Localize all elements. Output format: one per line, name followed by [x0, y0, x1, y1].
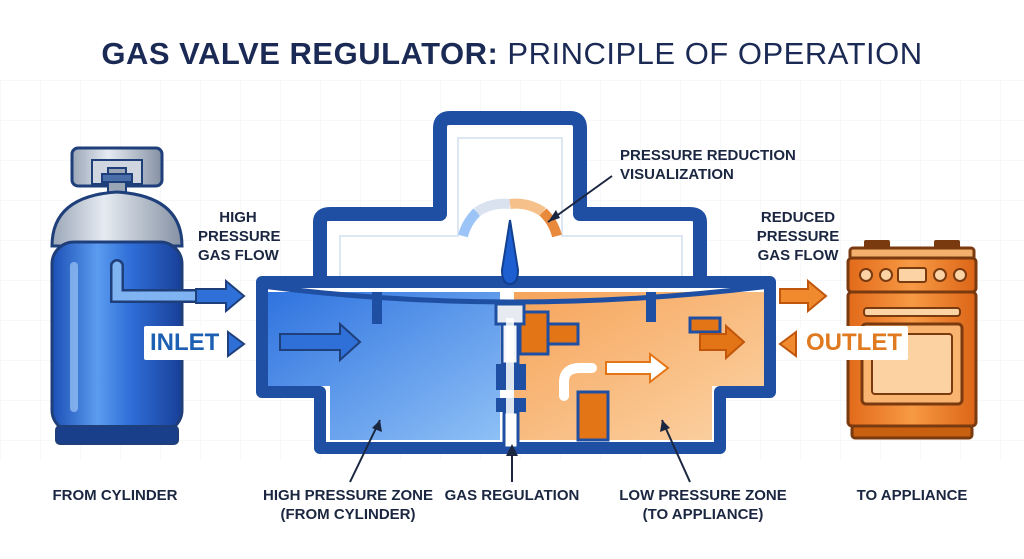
low-zone-pointer: [661, 419, 691, 483]
label-line: PRESSURE: [756, 228, 840, 245]
label-pressure-reduction: PRESSURE REDUCTION VISUALIZATION: [620, 146, 796, 184]
gas-cylinder-icon: [50, 146, 219, 445]
label-from-cylinder: FROM CYLINDER: [52, 487, 178, 504]
label-line: GAS FLOW: [198, 247, 279, 264]
label-line: LOW PRESSURE ZONE: [619, 487, 787, 504]
pressure-reduction-pointer: [547, 175, 613, 223]
label-line: PRESSURE REDUCTION: [620, 147, 796, 164]
inlet-label: INLET: [144, 326, 226, 360]
page-title: GAS VALVE REGULATOR: PRINCIPLE OF OPERAT…: [0, 36, 1024, 72]
label-to-appliance: TO APPLIANCE: [856, 487, 968, 504]
title-bold: GAS VALVE REGULATOR:: [101, 36, 499, 71]
label-line: HIGH PRESSURE ZONE: [262, 487, 434, 504]
high-pressure-flow-arrow: [195, 278, 246, 314]
label-line: (FROM CYLINDER): [280, 506, 416, 523]
label-gas-regulation: GAS REGULATION: [444, 487, 580, 504]
label-high-pressure-zone: HIGH PRESSURE ZONE (FROM CYLINDER): [248, 486, 448, 524]
label-high-pressure-flow: HIGH PRESSURE GAS FLOW: [198, 208, 281, 265]
outlet-label: OUTLET: [800, 326, 908, 360]
label-line: VISUALIZATION: [620, 166, 734, 183]
label-low-pressure-zone: LOW PRESSURE ZONE (TO APPLIANCE): [608, 486, 798, 524]
label-reduced-pressure-flow: REDUCED PRESSURE GAS FLOW: [748, 208, 848, 265]
label-line: GAS FLOW: [757, 247, 839, 264]
reduced-pressure-flow-arrow: [779, 278, 828, 314]
high-zone-pointer: [349, 419, 381, 483]
label-line: (TO APPLIANCE): [642, 506, 764, 523]
label-line: HIGH: [219, 209, 257, 226]
pressure-gauge-icon: [458, 198, 562, 286]
label-line: PRESSURE: [198, 228, 281, 245]
inlet-arrow-icon: [227, 330, 246, 358]
title-light: PRINCIPLE OF OPERATION: [498, 36, 923, 71]
label-line: REDUCED: [760, 209, 836, 226]
outlet-arrow-icon: [778, 330, 797, 358]
